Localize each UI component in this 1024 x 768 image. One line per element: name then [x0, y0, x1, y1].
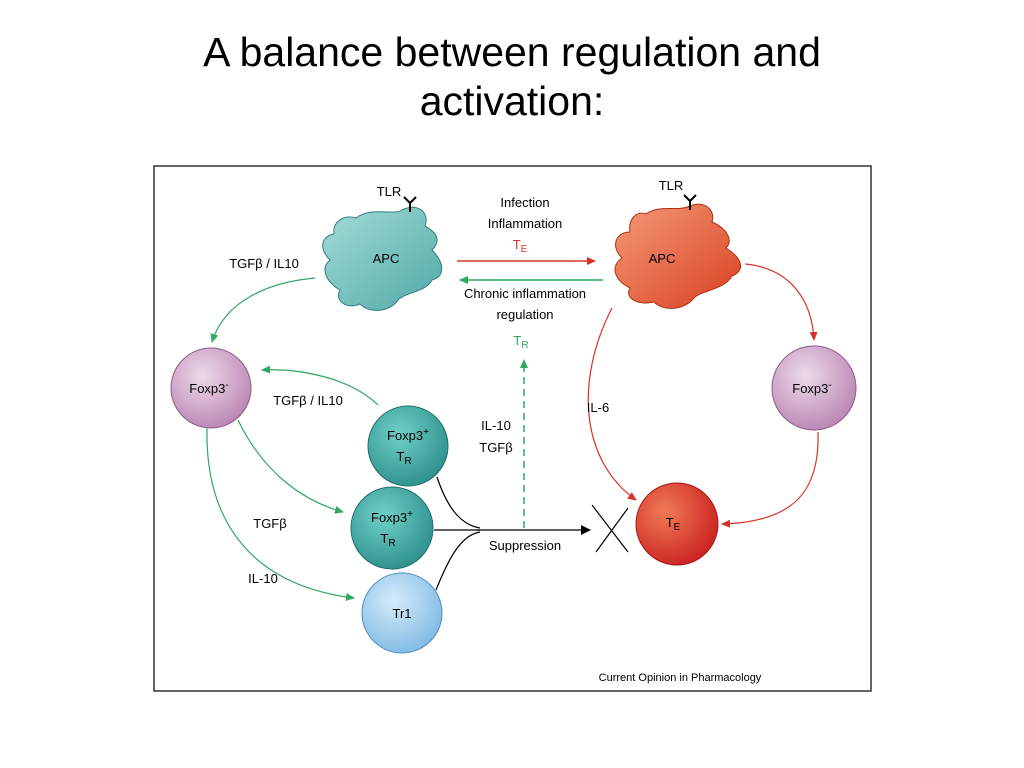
- suppression-label: Suppression: [489, 538, 561, 553]
- te-top-label: TE: [513, 237, 528, 255]
- tlr-right-receptor-icon: [683, 194, 697, 210]
- tlr-left-receptor-icon: [403, 196, 417, 212]
- tlr-left-label: TLR: [377, 184, 402, 199]
- foxp3-pos-1-label: Foxp3+: [387, 427, 429, 443]
- arrow-foxp3neg-to-foxp3pos2: [237, 419, 344, 514]
- infection-label: Infection: [500, 195, 549, 210]
- tgfb-label: TGFβ: [253, 516, 286, 531]
- title-line-1: A balance between regulation and: [203, 29, 821, 75]
- foxp3-pos-tr-cell-2: [350, 486, 434, 570]
- apc-left-label: APC: [373, 251, 400, 266]
- tr-green-label: TR: [513, 333, 528, 351]
- tgf-il10-top-label: TGFβ / IL10: [229, 256, 299, 271]
- foxp3-neg-left-label: Foxp3-: [189, 380, 228, 396]
- tr-2-label: TR: [380, 531, 395, 549]
- credit-label: Current Opinion in Pharmacology: [599, 672, 762, 684]
- arrow-foxp3neg-to-tr1: [206, 427, 355, 601]
- suppression-line-bottom: [435, 531, 481, 591]
- tlr-right-label: TLR: [659, 178, 684, 193]
- page-title: A balance between regulation and activat…: [0, 28, 1024, 126]
- foxp3-neg-right-cell: [771, 345, 857, 431]
- regulation-label: regulation: [496, 307, 553, 322]
- il10-label: IL-10: [248, 571, 278, 586]
- suppression-line-top: [436, 476, 481, 529]
- tr1-cell: [361, 572, 443, 654]
- arrow-apc-to-foxp3-right: [744, 263, 818, 341]
- title-line-2: activation:: [419, 78, 605, 124]
- te-cell: [635, 482, 719, 566]
- arrow-apc-to-te-il6: [587, 307, 637, 501]
- apc-left-shape: [322, 206, 443, 311]
- il10-mid-label: IL-10: [481, 418, 511, 433]
- foxp3-neg-right-label: Foxp3-: [792, 380, 831, 396]
- arrow-foxp3neg-right-to-te: [721, 431, 819, 528]
- chronic-label: Chronic inflammation: [464, 286, 586, 301]
- diagram-frame: [153, 165, 872, 692]
- apc-right-shape: [614, 203, 741, 309]
- foxp3-neg-left-cell: [170, 347, 252, 429]
- inflammation-label: Inflammation: [488, 216, 562, 231]
- tr1-label: Tr1: [392, 606, 411, 621]
- tgfb-mid-label: TGFβ: [479, 440, 512, 455]
- foxp3-pos-tr-cell-1: [367, 405, 449, 487]
- tgf-il10-mid-label: TGFβ / IL10: [273, 393, 343, 408]
- arrow-foxp3pos-to-foxp3neg: [261, 365, 379, 406]
- il6-label: IL-6: [587, 400, 609, 415]
- foxp3-pos-2-label: Foxp3+: [371, 509, 413, 525]
- apc-right-label: APC: [649, 251, 676, 266]
- tr-1-label: TR: [396, 449, 411, 467]
- te-cell-label: TE: [666, 515, 681, 533]
- arrow-apc-to-foxp3-left: [210, 277, 316, 343]
- block-x-icon: [591, 504, 629, 553]
